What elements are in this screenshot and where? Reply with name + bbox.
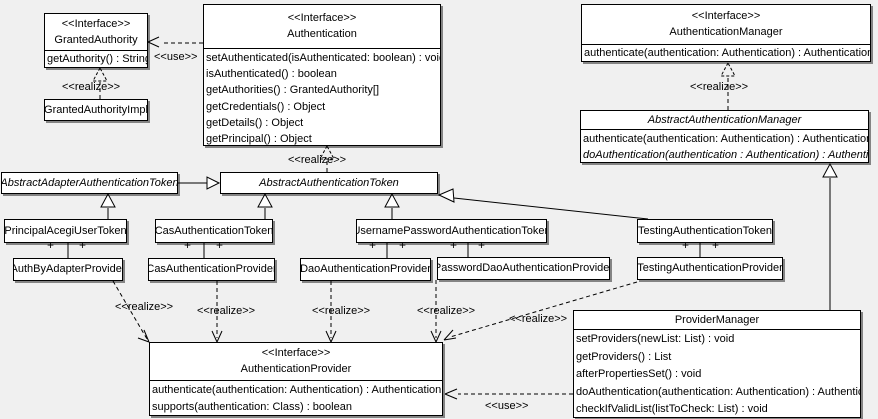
- class-box-cas-authentication-provider: CasAuthenticationProvider: [148, 258, 275, 281]
- class-box-authentication: <<Interface>> Authentication setAuthenti…: [203, 4, 441, 146]
- method: getAuthority() : String: [47, 53, 148, 65]
- method: getPrincipal() : Object: [206, 133, 312, 146]
- realize-label: <<realize>>: [115, 301, 174, 313]
- plus-marker: +: [399, 238, 407, 252]
- class-name: PrincipalAcegiUserToken: [4, 224, 127, 237]
- plus-marker: +: [79, 238, 87, 252]
- method: supports(authentication: Class) : boolea…: [152, 401, 352, 413]
- realize-label: <<realize>>: [312, 305, 371, 317]
- method: getDetails() : Object: [206, 116, 304, 129]
- generalization-triangle-icons: [100, 162, 838, 208]
- plus-marker: +: [47, 238, 55, 252]
- class-box-username-password-authentication-token: UsernamePasswordAuthenticationToken: [356, 219, 547, 243]
- class-box-authentication-provider: <<Interface>> AuthenticationProvider aut…: [149, 342, 443, 416]
- class-name: AuthenticationProvider: [240, 363, 352, 375]
- method: isAuthenticated() : boolean: [206, 68, 337, 81]
- realize-label: <<realize>>: [62, 81, 121, 93]
- realize-label: <<realize>>: [690, 81, 749, 93]
- plus-marker: +: [712, 238, 720, 252]
- class-box-abstract-authentication-manager: AbstractAuthenticationManager authentica…: [580, 110, 869, 163]
- use-label: <<use>>: [154, 51, 198, 63]
- class-box-dao-authentication-provider: DaoAuthenticationProvider: [300, 258, 431, 281]
- generalization-diagonal: [453, 197, 649, 220]
- realize-triangle-icons: [92, 61, 736, 160]
- class-name: AbstractAdapterAuthenticationToken: [1, 176, 178, 189]
- class-box-abstract-adapter-authentication-token: AbstractAdapterAuthenticationToken: [1, 172, 178, 194]
- plus-marker: +: [450, 238, 458, 252]
- realize-label: <<realize>>: [197, 305, 256, 317]
- method: setAuthenticated(isAuthenticated: boolea…: [206, 52, 441, 64]
- class-name: AbstractAuthenticationToken: [259, 176, 399, 189]
- stereotype-label: <<Interface>>: [261, 347, 331, 359]
- class-box-authentication-manager: <<Interface>> AuthenticationManager auth…: [581, 4, 871, 62]
- generalization-lines: [67, 178, 831, 310]
- plus-marker: +: [369, 238, 377, 252]
- stereotype-label: <<Interface>>: [287, 12, 357, 24]
- class-name: CasAuthenticationToken: [155, 224, 273, 237]
- plus-marker: +: [216, 238, 224, 252]
- plus-marker: +: [184, 238, 192, 252]
- realize-use-dashed-lines: [99, 42, 729, 395]
- plus-marker: +: [478, 238, 486, 252]
- method: getAuthorities() : GrantedAuthority[]: [206, 84, 380, 97]
- class-box-auth-by-adapter-provider: AuthByAdapterProvider: [13, 258, 123, 281]
- class-box-testing-authentication-token: TestingAuthenticationToken: [637, 219, 773, 243]
- class-name: TestingAuthenticationProvider: [637, 262, 783, 274]
- use-label: <<use>>: [485, 400, 529, 412]
- method: checkIfValidList(listToCheck: List) : vo…: [576, 403, 768, 416]
- class-name: AuthenticationManager: [669, 26, 783, 38]
- class-name: PasswordDaoAuthenticationProvider: [437, 262, 610, 274]
- class-name: GrantedAuthorityImpl: [44, 103, 148, 116]
- plus-marker: +: [682, 238, 690, 252]
- method: authenticate(authentication: Authenticat…: [584, 47, 871, 59]
- method: doAuthentication(authentication : Authen…: [583, 149, 869, 161]
- method: authenticate(authentication: Authenticat…: [152, 384, 442, 396]
- class-box-principal-acegi-user-token: PrincipalAcegiUserToken: [4, 219, 127, 243]
- open-arrowhead-icons: [137, 36, 458, 400]
- realize-label: <<realize>>: [509, 313, 568, 325]
- method: doAuthentication(authentication: Authent…: [576, 385, 861, 398]
- class-name: ProviderManager: [674, 313, 760, 326]
- class-box-abstract-authentication-token: AbstractAuthenticationToken: [220, 172, 438, 194]
- class-box-granted-authority-impl: GrantedAuthorityImpl: [44, 99, 148, 121]
- method: setProviders(newList: List) : void: [576, 333, 735, 345]
- class-name: AuthByAdapterProvider: [13, 263, 123, 275]
- class-box-cas-authentication-token: CasAuthenticationToken: [155, 219, 273, 243]
- method: afterPropertiesSet() : void: [576, 368, 702, 381]
- class-name: CasAuthenticationProvider: [148, 263, 275, 275]
- class-name: Authentication: [287, 28, 357, 40]
- class-name: UsernamePasswordAuthenticationToken: [356, 224, 547, 237]
- stereotype-label: <<Interface>>: [61, 17, 131, 30]
- realize-label: <<realize>>: [417, 305, 476, 317]
- class-name: TestingAuthenticationToken: [638, 224, 772, 237]
- method: authenticate(authentication: Authenticat…: [583, 133, 869, 145]
- method: getCredentials() : Object: [206, 100, 326, 113]
- class-box-testing-authentication-provider: TestingAuthenticationProvider: [637, 257, 783, 280]
- realize-label: <<realize>>: [288, 154, 347, 166]
- class-box-provider-manager: ProviderManager setProviders(newList: Li…: [573, 310, 861, 418]
- class-name: DaoAuthenticationProvider: [300, 263, 431, 275]
- method: getProviders() : List: [576, 350, 672, 363]
- class-name: AbstractAuthenticationManager: [647, 113, 802, 126]
- class-name: GrantedAuthority: [54, 33, 138, 46]
- class-box-granted-authority: <<Interface>> GrantedAuthority getAuthor…: [44, 13, 148, 68]
- class-box-password-dao-authentication-provider: PasswordDaoAuthenticationProvider: [437, 257, 610, 280]
- stereotype-label: <<Interface>>: [691, 10, 761, 22]
